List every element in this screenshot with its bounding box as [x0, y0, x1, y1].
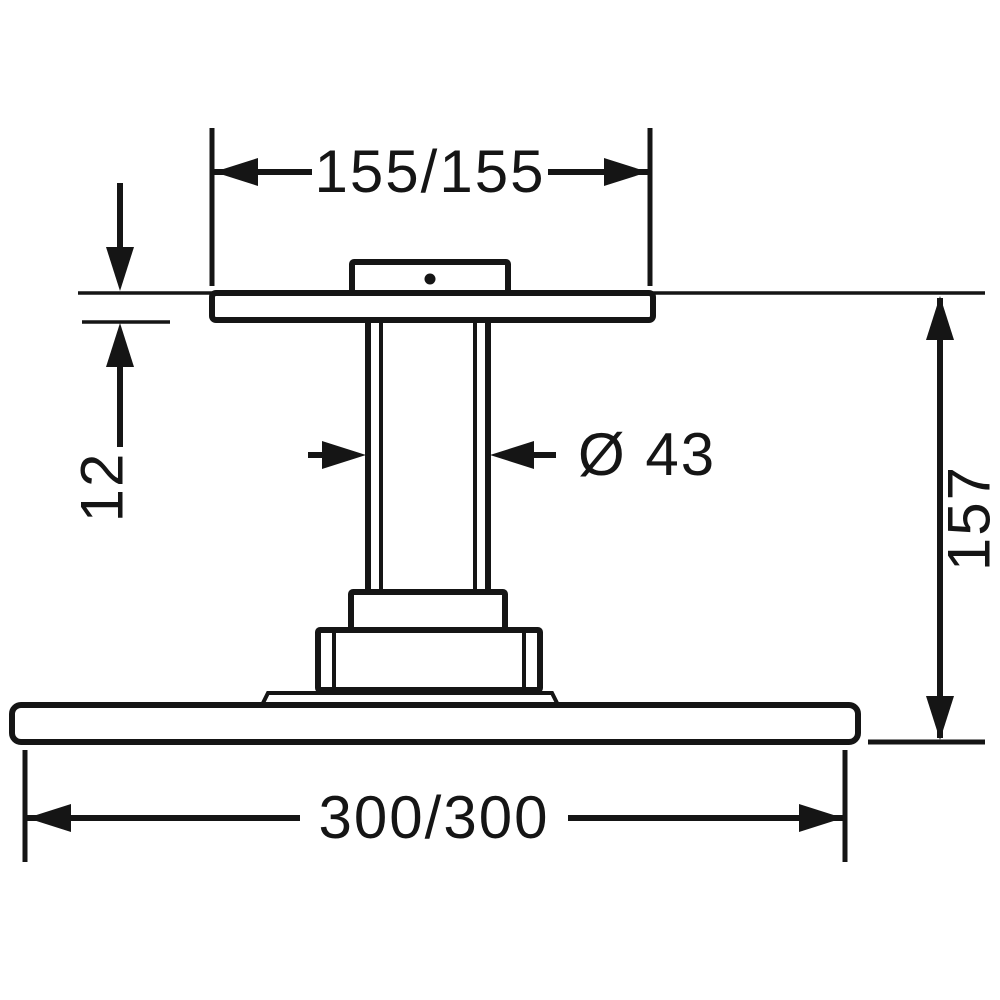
dimension-top-width: 155/155 [209, 128, 653, 286]
head-ridge [260, 691, 560, 706]
ceiling-plate [209, 290, 656, 323]
arrow-left-icon [27, 804, 71, 832]
dimension-label-head-size: 300/300 [319, 784, 550, 851]
dimension-installation-height: 157 [868, 296, 1000, 745]
supply-pipe [365, 320, 491, 594]
arrow-right-icon [799, 804, 843, 832]
dimension-label-plate-offset: 12 [69, 452, 136, 523]
arrow-up-icon [926, 296, 954, 340]
arrow-left-icon [490, 441, 534, 469]
arrow-down-icon [926, 696, 954, 740]
mounting-flange [315, 627, 543, 693]
connection-box [349, 259, 511, 296]
dimension-label-installation-height: 157 [936, 465, 1000, 571]
arrow-down-icon [106, 247, 134, 291]
dimension-label-pipe-diameter: Ø 43 [578, 421, 716, 488]
dimension-label-top-width: 155/155 [315, 138, 546, 205]
arrow-right-icon [322, 441, 366, 469]
arrow-up-icon [106, 323, 134, 367]
pipe-adapter [348, 589, 508, 633]
dimension-pipe-diameter: Ø 43 [308, 421, 716, 488]
arrow-left-icon [214, 158, 258, 186]
dimension-plate-offset: 12 [69, 183, 136, 522]
center-mark-dot [424, 273, 436, 285]
shower-head-plate [9, 702, 861, 745]
arrow-right-icon [604, 158, 648, 186]
dimension-head-size: 300/300 [22, 750, 848, 862]
